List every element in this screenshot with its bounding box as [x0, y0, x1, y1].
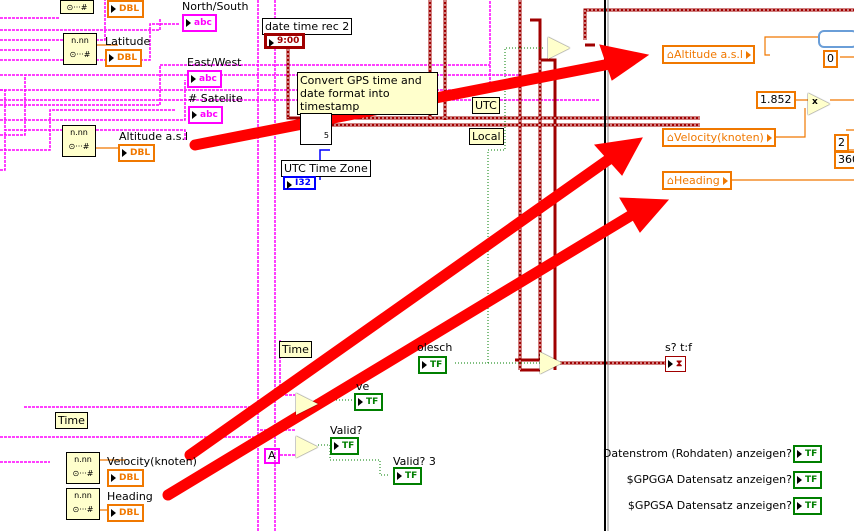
- scan-from-string-subvi[interactable]: n.nn⊙···#: [66, 452, 100, 484]
- equal-node[interactable]: [296, 393, 318, 415]
- heading-indicator[interactable]: DBL: [107, 504, 145, 522]
- dbl-indicator[interactable]: DBL: [107, 0, 145, 18]
- multiply-node[interactable]: [808, 93, 830, 115]
- altitude-indicator[interactable]: DBL: [118, 144, 156, 162]
- factor-constant[interactable]: 1.852: [756, 91, 796, 109]
- valid-indicator[interactable]: TF: [330, 437, 360, 455]
- comment-note: Convert GPS time and date format into ti…: [297, 72, 438, 115]
- ctl3-label: $GPGSA Datensatz anzeigen?: [627, 499, 792, 512]
- satellite-indicator[interactable]: abc: [188, 106, 223, 124]
- time-label-2: Time: [55, 412, 88, 429]
- local-variable-heading[interactable]: ⌂Heading: [662, 171, 732, 190]
- latitude-label: Latitude: [105, 35, 151, 48]
- select-node-2[interactable]: [540, 352, 562, 374]
- local-variable-altitude[interactable]: ⌂Altitude a.s.l: [662, 45, 755, 64]
- heading-label: Heading: [107, 490, 153, 503]
- utc-time-zone-control[interactable]: I32: [283, 176, 316, 190]
- select-node[interactable]: [548, 37, 570, 59]
- select-output-indicator[interactable]: ⧗: [665, 356, 687, 372]
- latitude-indicator[interactable]: DBL: [105, 49, 143, 67]
- raw-data-toggle[interactable]: TF: [793, 445, 823, 463]
- north-south-label: North/South: [182, 0, 249, 13]
- utc-time-zone-label: UTC Time Zone: [281, 160, 371, 177]
- active-label: ve: [356, 380, 370, 393]
- local-variable-velocity[interactable]: ⌂Velocity(knoten): [662, 128, 776, 147]
- multiply-symbol: x: [812, 97, 818, 107]
- valid-label: Valid?: [330, 424, 363, 437]
- a-string-constant[interactable]: A: [264, 448, 280, 464]
- east-west-label: East/West: [187, 56, 242, 69]
- two-constant[interactable]: 2: [834, 134, 849, 152]
- timestamp-indicator[interactable]: 9:00: [264, 33, 306, 49]
- local-heading-text: Heading: [673, 174, 720, 187]
- utc-label: UTC: [472, 97, 500, 114]
- velocity-indicator[interactable]: DBL: [107, 469, 145, 487]
- select-output-label: s? t:f: [665, 341, 692, 354]
- valid3-label: Valid? 3: [393, 455, 436, 468]
- velocity-label: Velocity(knoten): [107, 455, 197, 468]
- boolesch-label: olesch: [417, 341, 453, 354]
- scan-from-string-subvi[interactable]: n.nn⊙···#: [63, 33, 97, 65]
- boolesch-control[interactable]: TF: [418, 356, 448, 374]
- altitude-label: Altitude a.s.l: [119, 130, 189, 143]
- scan-from-string-subvi[interactable]: ⊙···#: [60, 0, 94, 14]
- zero-constant[interactable]: 0: [823, 50, 838, 68]
- date-time-label: date time rec 2: [262, 18, 353, 35]
- east-west-indicator[interactable]: abc: [187, 70, 222, 88]
- ctl2-label: $GPGGA Datensatz anzeigen?: [626, 473, 792, 486]
- valid3-indicator[interactable]: TF: [393, 467, 423, 485]
- gpgsa-toggle[interactable]: TF: [793, 497, 823, 515]
- scan-from-string-subvi[interactable]: n.nn⊙···#: [62, 125, 96, 157]
- format-into-string-node[interactable]: [818, 30, 854, 48]
- time-label: Time: [279, 341, 312, 358]
- satellite-label: # Satelite: [188, 92, 243, 105]
- scan-from-string-subvi[interactable]: n.nn⊙···#: [66, 488, 100, 520]
- north-south-indicator[interactable]: abc: [182, 14, 217, 32]
- equal-node-2[interactable]: [296, 436, 318, 458]
- local-altitude-text: Altitude a.s.l: [673, 48, 743, 61]
- ctl1-label: Datenstrom (Rohdaten) anzeigen?: [602, 447, 792, 460]
- local-velocity-text: Velocity(knoten): [673, 131, 764, 144]
- convert-time-subvi[interactable]: 5: [300, 113, 332, 145]
- local-label: Local: [469, 128, 504, 145]
- gpgga-toggle[interactable]: TF: [793, 471, 823, 489]
- 360-constant[interactable]: 360: [834, 151, 854, 169]
- active-indicator[interactable]: TF: [354, 393, 384, 411]
- subvi-number: 5: [323, 131, 329, 140]
